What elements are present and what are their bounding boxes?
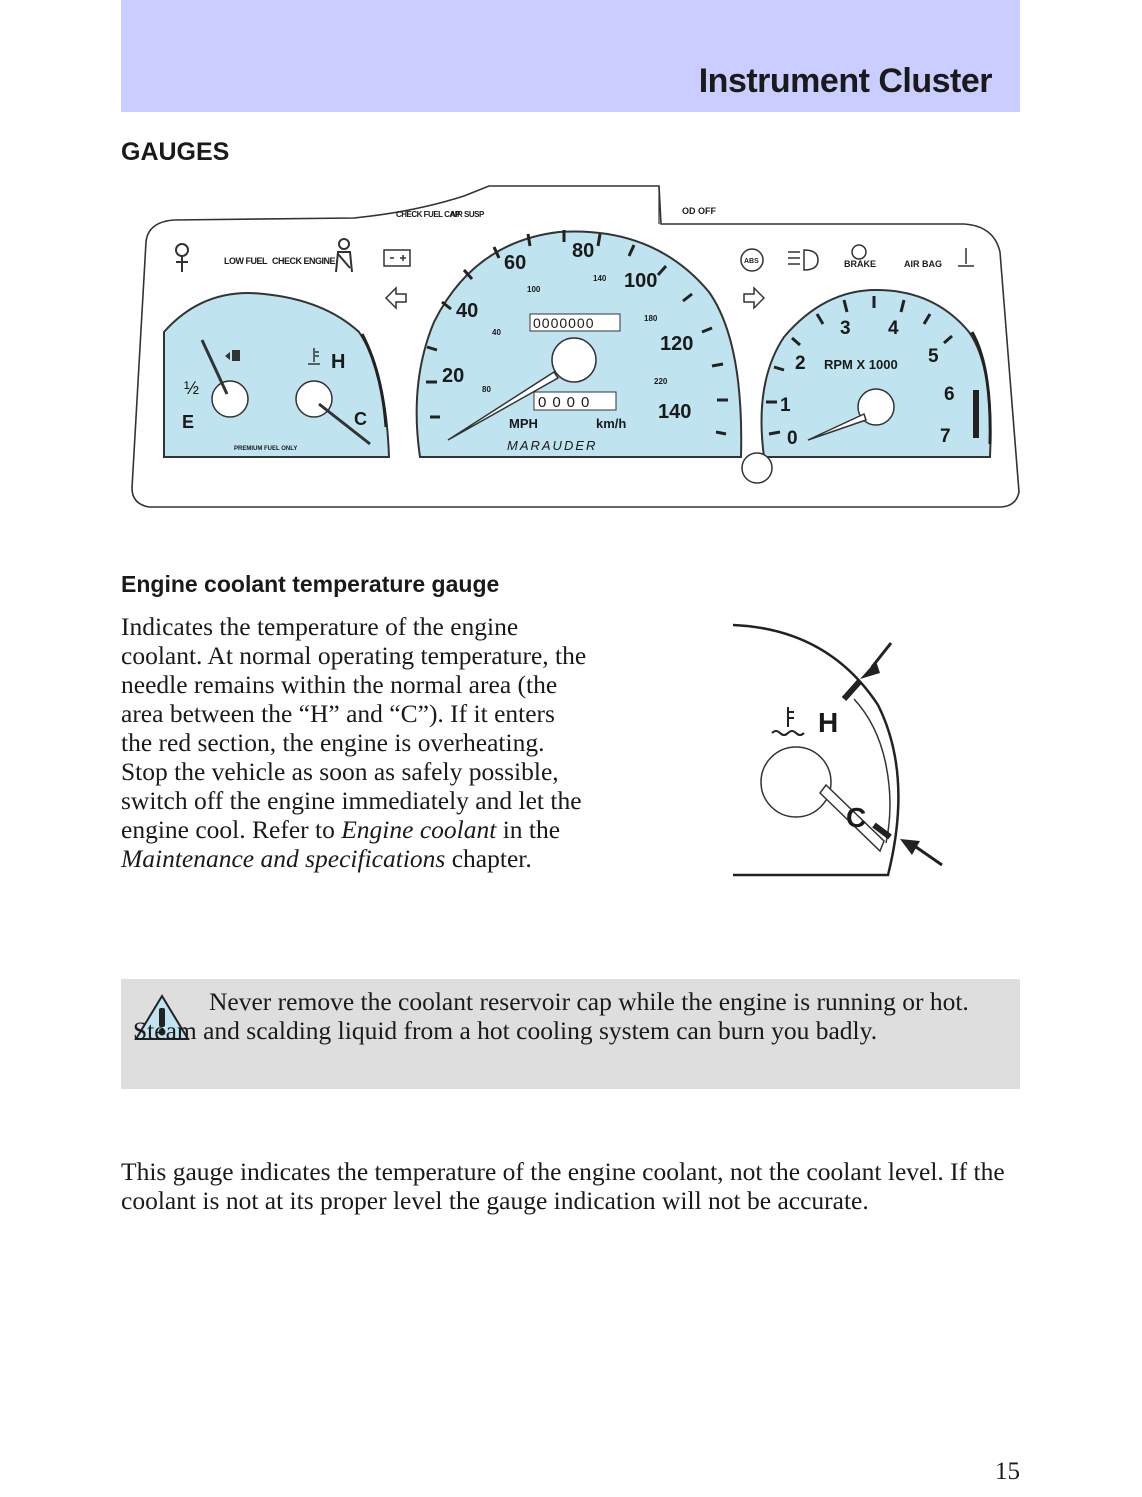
tach-tick-2: 2 (795, 353, 806, 374)
section-subheading: Engine coolant temperature gauge (121, 571, 500, 597)
tachometer-ticks (766, 296, 953, 436)
coolant-gauge-description: Indicates the temperature of the engine … (121, 612, 587, 873)
speedometer-ticks (426, 230, 728, 436)
left-turn-signal-icon (384, 286, 407, 310)
fuel-needle-hub (211, 380, 249, 418)
kmh-tick-100: 100 (527, 285, 541, 294)
tachometer-needle-hub (857, 388, 895, 426)
gauge-outline (732, 623, 900, 877)
coolant-temp-icon (771, 707, 805, 736)
kmh-tick-140: 140 (593, 274, 607, 283)
right-turn-signal-icon (743, 286, 766, 310)
od-off-indicator: OD OFF (682, 206, 716, 216)
coolant-level-icon (958, 248, 974, 267)
tach-tick-6: 6 (944, 384, 955, 405)
low-fuel-indicator: LOW FUEL (224, 256, 268, 266)
svg-text:ABS: ABS (744, 258, 759, 265)
brake-indicator: BRAKE (844, 259, 876, 269)
kmh-tick-80: 80 (482, 385, 491, 394)
header-band: Instrument Cluster (121, 0, 1020, 112)
temp-cold-label: C (354, 409, 367, 429)
tach-tick-0: 0 (787, 428, 798, 449)
cold-arrow-icon (900, 839, 943, 867)
brand-label: MARAUDER (507, 438, 597, 453)
odometer-window (529, 313, 621, 332)
normal-range-band (853, 698, 891, 844)
warning-box: Never remove the coolant reservoir cap w… (121, 979, 1020, 1089)
battery-icon (383, 249, 411, 267)
hot-arrow-icon (860, 642, 893, 679)
headlamp-icon (788, 249, 819, 271)
kmh-tick-220: 220 (654, 377, 668, 386)
tachometer-needle (807, 412, 867, 441)
air-bag-indicator: AIR BAG (904, 259, 942, 269)
fuel-half-label: ½ (184, 378, 199, 398)
tach-tick-5: 5 (928, 346, 939, 367)
fuel-empty-label: E (182, 412, 194, 432)
tach-tick-4: 4 (888, 318, 899, 339)
abs-icon (740, 248, 764, 272)
speedometer-needle-hub (551, 337, 597, 383)
air-susp-indicator: AIR SUSP (450, 210, 485, 219)
gauge-needle (819, 783, 885, 853)
check-fuel-cap-indicator: CHECK FUEL CAP (396, 210, 461, 219)
fuel-needle (200, 339, 229, 395)
section-title: GAUGES (121, 138, 230, 166)
instrument-cluster-diagram: ½ E H C PREMIUM FUEL ONLY 20 40 60 80 10… (131, 185, 1020, 508)
odometer-reading: 0000000 (533, 315, 595, 331)
tripmeter-window (533, 391, 617, 411)
gauge-note: This gauge indicates the temperature of … (121, 1157, 1005, 1215)
mph-tick-80: 80 (572, 240, 594, 262)
kmh-unit-label: km/h (596, 416, 626, 431)
speedometer-needle (447, 370, 560, 441)
fuel-pump-icon (225, 350, 240, 361)
engine-coolant-reference: Engine coolant (341, 815, 497, 844)
description-text: Indicates the temperature of the engine … (121, 612, 587, 844)
gauge-needle-hub (760, 746, 832, 818)
diagram-cold-label: C (846, 802, 866, 833)
check-engine-indicator: CHECK ENGINE (272, 256, 336, 266)
page-number: 15 (995, 1458, 1020, 1485)
tach-tick-3: 3 (840, 318, 851, 339)
mph-tick-60: 60 (504, 252, 526, 274)
brake-warning-icon (851, 244, 867, 260)
mph-tick-120: 120 (660, 333, 693, 355)
seatbelt-lock-icon (175, 243, 189, 272)
temp-hot-label: H (331, 351, 345, 373)
maintenance-chapter-reference: Maintenance and specifications (121, 844, 446, 873)
temp-needle (318, 402, 371, 446)
premium-fuel-note: PREMIUM FUEL ONLY (234, 446, 297, 452)
hot-mark (841, 679, 863, 701)
coolant-gauge-diagram: H C (732, 623, 943, 877)
page-title: Instrument Cluster (698, 62, 993, 100)
diagram-hot-label: H (818, 707, 838, 738)
tach-tick-7: 7 (940, 426, 951, 447)
coolant-temp-icon (308, 348, 320, 365)
mph-unit-label: MPH (509, 416, 538, 431)
kmh-tick-40: 40 (492, 328, 501, 337)
mph-tick-20: 20 (442, 365, 464, 387)
warning-triangle-icon (134, 994, 190, 1040)
tach-unit-label: RPM X 1000 (824, 357, 898, 372)
tripmeter-reading: 0000 (538, 394, 595, 411)
warning-text: Never remove the coolant reservoir cap w… (133, 987, 969, 1045)
trip-reset-knob (741, 452, 773, 484)
mph-tick-100: 100 (624, 270, 657, 292)
mph-tick-40: 40 (456, 300, 478, 322)
kmh-tick-180: 180 (644, 314, 658, 323)
tach-tick-1: 1 (780, 395, 791, 416)
mph-tick-140: 140 (658, 401, 691, 423)
cold-mark (872, 822, 892, 840)
seatbelt-icon (335, 238, 353, 273)
